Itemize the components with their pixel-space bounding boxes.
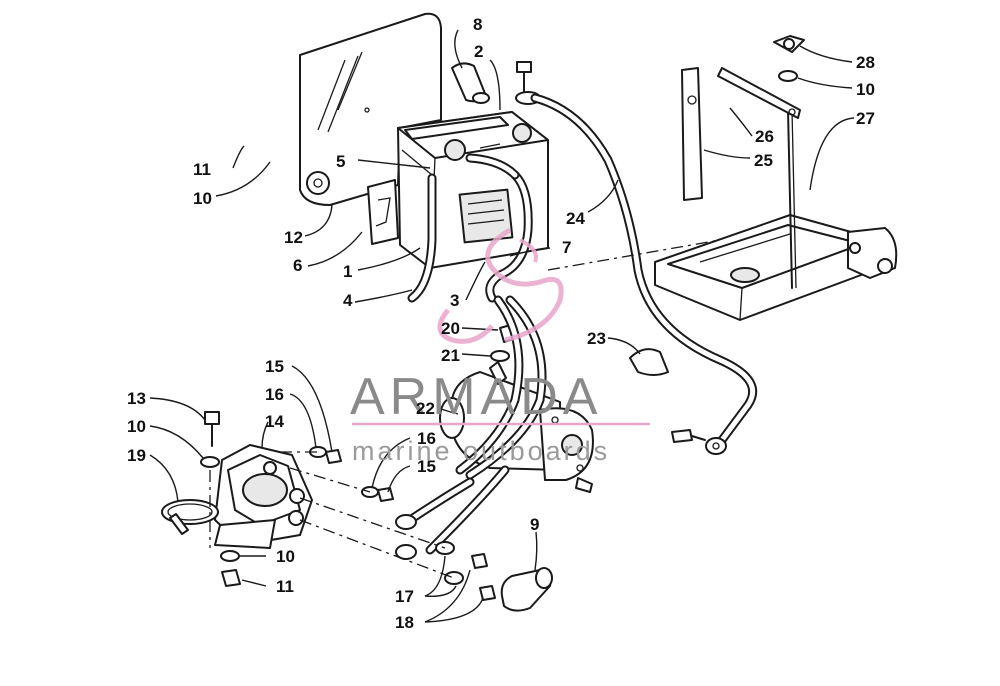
callout-15: 15 — [265, 357, 284, 376]
lower-washer — [220, 550, 240, 562]
terminal-washer — [490, 350, 510, 362]
callout-17: 17 — [395, 587, 414, 606]
cable-clamp — [629, 348, 669, 376]
retainer-plate — [681, 67, 703, 201]
callout-24: 24 — [566, 209, 585, 228]
hold-down-strap — [717, 67, 801, 119]
callout-15-right: 15 — [417, 457, 436, 476]
callout-11-bottom: 11 — [276, 577, 294, 596]
wing-nut — [773, 35, 805, 53]
washer — [778, 70, 798, 82]
callouts: 8 2 11 10 5 12 6 1 4 3 7 20 21 24 25 26 … — [127, 15, 875, 632]
mounting-washer — [200, 456, 220, 468]
callout-10-bottom: 10 — [276, 547, 295, 566]
callout-6: 6 — [293, 256, 302, 275]
callout-28: 28 — [856, 53, 875, 72]
callout-21: 21 — [441, 346, 460, 365]
callout-10-left: 10 — [127, 417, 146, 436]
terminal-cap — [451, 62, 490, 104]
callout-10-top: 10 — [856, 80, 875, 99]
callout-22: 22 — [416, 399, 435, 418]
callout-8: 8 — [473, 15, 482, 34]
callout-4: 4 — [343, 291, 353, 310]
battery-bracket — [367, 179, 399, 245]
callout-25: 25 — [754, 151, 773, 170]
callout-11: 11 — [193, 160, 211, 179]
callout-16: 16 — [265, 385, 284, 404]
watermark-tagline: marine outboards — [352, 436, 610, 466]
callout-20: 20 — [441, 319, 460, 338]
watermark-brand: ARMADA — [350, 368, 602, 426]
callout-13: 13 — [127, 389, 146, 408]
callout-23: 23 — [587, 329, 606, 348]
cable-end-terminal — [671, 429, 727, 455]
lower-nut — [221, 569, 241, 587]
callout-5: 5 — [336, 152, 345, 171]
callout-26: 26 — [755, 127, 774, 146]
leader-lines — [149, 29, 855, 623]
watermark-logo-icon — [437, 227, 564, 344]
callout-10: 10 — [193, 189, 212, 208]
callout-2: 2 — [474, 42, 483, 61]
callout-1: 1 — [343, 262, 352, 281]
callout-19: 19 — [127, 446, 146, 465]
callout-7: 7 — [562, 238, 571, 257]
callout-12: 12 — [284, 228, 303, 247]
callout-27: 27 — [856, 109, 875, 128]
callout-14: 14 — [265, 412, 284, 431]
clamp-band — [161, 499, 219, 535]
starter-solenoid — [214, 444, 313, 549]
mounting-bolt — [204, 411, 220, 447]
callout-9: 9 — [530, 515, 539, 534]
callout-16-right: 16 — [417, 429, 436, 448]
callout-18: 18 — [395, 613, 414, 632]
callout-3: 3 — [450, 291, 459, 310]
watermark: ARMADA marine outboards — [350, 227, 650, 466]
battery-tray — [654, 214, 898, 321]
terminal-boot — [500, 567, 553, 612]
